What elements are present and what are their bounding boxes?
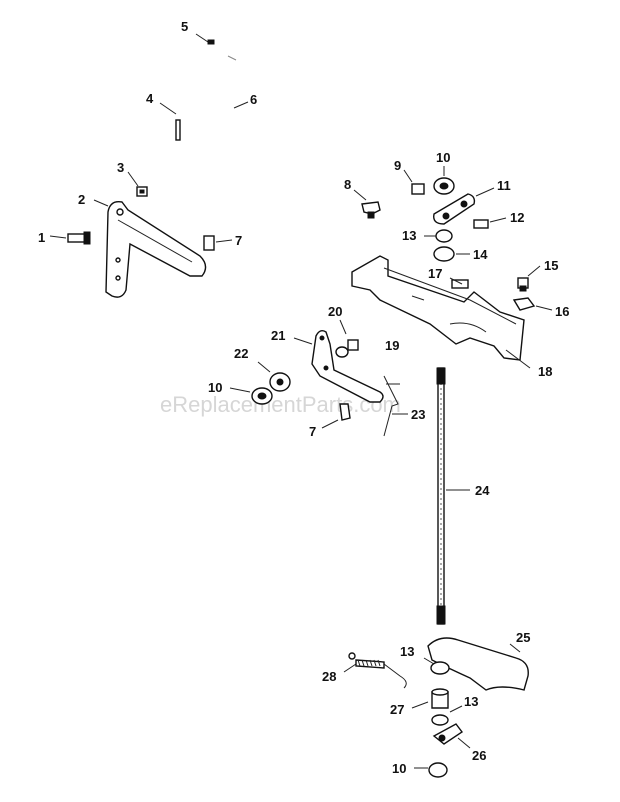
part-2-bracket — [93, 199, 207, 298]
callout-7-upper: 7 — [235, 233, 242, 248]
part-27-bushing — [411, 688, 449, 709]
callout-13-bottom-2: 13 — [464, 694, 478, 709]
part-12-screw — [473, 217, 507, 229]
part-21-lever — [293, 329, 384, 403]
callout-3: 3 — [117, 160, 124, 175]
part-5-pin — [195, 33, 237, 61]
callout-18: 18 — [538, 364, 552, 379]
callout-12: 12 — [510, 210, 524, 225]
part-22-washer — [257, 361, 291, 392]
callout-13-top: 13 — [402, 228, 416, 243]
callout-21: 21 — [271, 328, 285, 343]
part-20-nut — [335, 319, 359, 358]
callout-19: 19 — [385, 338, 399, 353]
part-28-spring — [343, 652, 407, 689]
part-23-bent-rod — [383, 375, 408, 437]
part-3-nut — [127, 171, 148, 197]
part-15-screw — [517, 265, 541, 292]
callout-16: 16 — [555, 304, 569, 319]
callout-17: 17 — [428, 266, 442, 281]
callout-28: 28 — [322, 669, 336, 684]
part-25-pedal — [427, 637, 529, 691]
part-10-washer-mid — [229, 387, 273, 405]
callout-1: 1 — [38, 230, 45, 245]
callout-14: 14 — [473, 247, 488, 262]
callout-20: 20 — [328, 304, 342, 319]
part-8-bolt — [353, 189, 381, 219]
callout-24: 24 — [475, 483, 490, 498]
part-24-rod — [436, 367, 470, 625]
part-6-leader — [233, 101, 249, 109]
part-17-leader — [449, 277, 463, 285]
callout-4: 4 — [146, 91, 154, 106]
callout-10-mid: 10 — [208, 380, 222, 395]
callout-23: 23 — [411, 407, 425, 422]
part-1-bolt — [49, 231, 91, 245]
part-11-plate — [433, 187, 495, 225]
part-18-main-plate — [351, 255, 531, 369]
part-13-washer-bottom-2 — [431, 705, 463, 726]
part-7-clip-upper — [203, 235, 233, 251]
callout-7-mid: 7 — [309, 424, 316, 439]
callout-11: 11 — [497, 178, 511, 193]
callout-5: 5 — [181, 19, 188, 34]
part-26-clip — [432, 723, 471, 749]
callout-9: 9 — [394, 158, 401, 173]
callout-25: 25 — [516, 630, 530, 645]
callout-27: 27 — [390, 702, 404, 717]
callout-26: 26 — [472, 748, 486, 763]
callout-15: 15 — [544, 258, 558, 273]
callout-6: 6 — [250, 92, 257, 107]
part-14-spacer — [433, 246, 470, 262]
callout-22: 22 — [234, 346, 248, 361]
callout-13-bottom: 13 — [400, 644, 414, 659]
callout-10-bottom: 10 — [392, 761, 406, 776]
callout-8: 8 — [344, 177, 351, 192]
part-4-pin — [159, 102, 181, 141]
part-16-clip — [512, 297, 553, 311]
part-7-clip-mid — [321, 403, 351, 429]
part-13-washer-bottom — [423, 657, 450, 675]
callout-10-top: 10 — [436, 150, 450, 165]
part-10-washer-top — [433, 166, 455, 195]
part-13-washer-top — [424, 229, 453, 243]
part-9-nut — [403, 169, 425, 195]
callout-2: 2 — [78, 192, 85, 207]
part-10-washer-bottom — [414, 762, 448, 778]
